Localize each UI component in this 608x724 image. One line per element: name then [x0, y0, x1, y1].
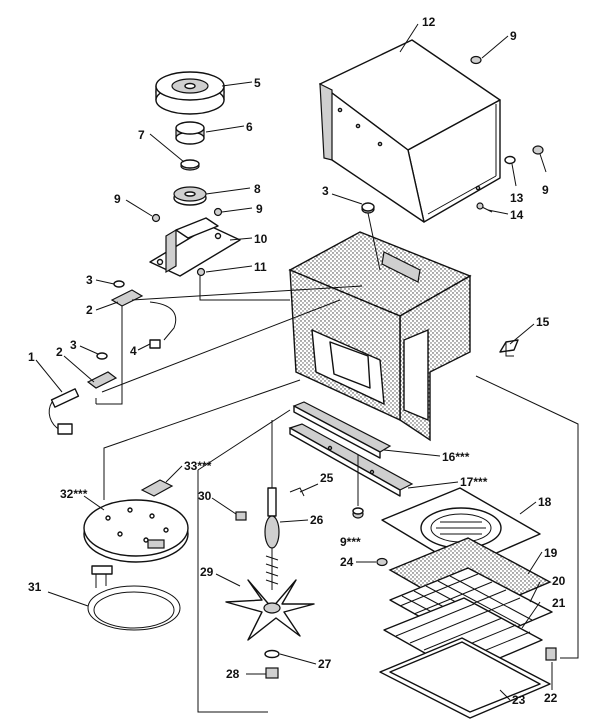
door-trim-lower-part [288, 423, 414, 497]
washer-13-part [504, 155, 516, 165]
clip-24-part [376, 557, 388, 567]
callout-21: 21 [552, 596, 566, 610]
door-trim-upper-part [292, 401, 392, 459]
screw-9a-part [151, 213, 161, 223]
callout-4: 4 [130, 344, 137, 358]
callout-3b: 3 [86, 273, 93, 287]
motor-coupler-part [173, 186, 207, 206]
screw-9e-part [352, 507, 364, 519]
interlock-lever-part [499, 339, 519, 357]
callout-29: 29 [200, 565, 214, 579]
stirrer-blade-part [225, 579, 315, 641]
stirrer-shaft-part [264, 440, 280, 590]
latch-22-part [545, 647, 557, 661]
callout-14: 14 [510, 208, 524, 222]
callout-9b: 9 [256, 202, 263, 216]
callout-1: 1 [28, 350, 35, 364]
callout-2b: 2 [56, 345, 63, 359]
callout-19: 19 [544, 546, 558, 560]
callout-16: 16*** [442, 450, 470, 464]
callout-25: 25 [320, 471, 334, 485]
stirrer-washer-part [264, 649, 280, 659]
callout-11: 11 [254, 260, 267, 274]
heater-plate-part [83, 499, 189, 563]
screw-9d-part [532, 145, 544, 155]
clip-30-part [235, 511, 247, 521]
switch-upper-part [110, 280, 177, 349]
callout-23: 23 [512, 693, 526, 707]
callout-leaders [35, 23, 553, 701]
screw-9b-part [213, 207, 223, 217]
callout-33: 33*** [184, 459, 212, 473]
callout-28: 28 [226, 667, 240, 681]
screw-11-part [196, 267, 206, 277]
callout-3a: 3 [322, 184, 329, 198]
nut-3-top-part [361, 202, 375, 214]
callout-13: 13 [510, 191, 524, 205]
oven-cavity-part [288, 231, 472, 442]
callout-17: 17*** [460, 475, 488, 489]
outer-cabinet-part [319, 39, 501, 223]
callout-24: 24 [340, 555, 354, 569]
callout-12: 12 [422, 15, 436, 29]
callout-6: 6 [246, 120, 253, 134]
callout-20: 20 [552, 574, 566, 588]
motor-bracket-part [149, 217, 241, 277]
heating-element-part [87, 565, 181, 631]
heater-cover-part [140, 479, 174, 497]
switch-lower-part [48, 352, 118, 435]
motor-washer-part [180, 159, 200, 171]
screw-9c-part [470, 55, 482, 65]
callout-18: 18 [538, 495, 552, 509]
callout-8: 8 [254, 182, 261, 196]
callout-31: 31 [28, 580, 42, 594]
callout-15: 15 [536, 315, 550, 329]
assembly-guide-lines [95, 212, 579, 713]
callout-9a: 9 [114, 192, 121, 206]
callout-30: 30 [198, 489, 212, 503]
callout-2a: 2 [86, 303, 93, 317]
clip-25-part [289, 487, 305, 497]
callout-22: 22 [544, 691, 558, 705]
callout-9e: 9*** [340, 535, 361, 549]
motor-hub-part [175, 121, 205, 145]
callout-3c: 3 [70, 338, 77, 352]
callout-labels: 5 6 7 8 9 9 10 11 12 9 9 13 14 15 3 3 2 … [28, 15, 566, 707]
screw-14-part [476, 202, 493, 213]
callout-5: 5 [254, 76, 261, 90]
stirrer-nut-part [265, 667, 279, 679]
callout-26: 26 [310, 513, 324, 527]
callout-7: 7 [138, 128, 145, 142]
callout-9c: 9 [510, 29, 517, 43]
callout-10: 10 [254, 232, 268, 246]
callout-27: 27 [318, 657, 332, 671]
motor-pulley-part [155, 71, 225, 115]
callout-9d: 9 [542, 183, 549, 197]
callout-32: 32*** [60, 487, 88, 501]
